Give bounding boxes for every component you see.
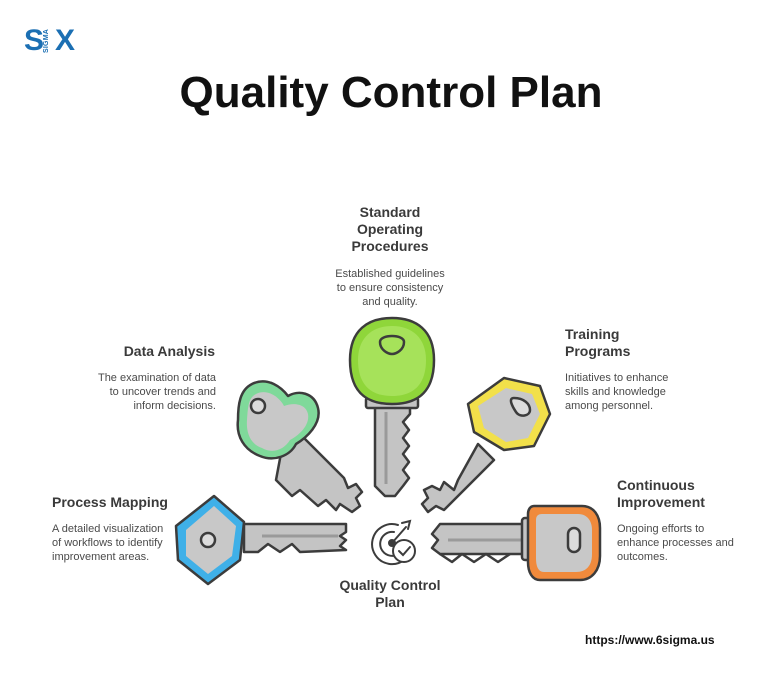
key-standard-operating-procedures (348, 316, 436, 498)
training-desc-line: Initiatives to enhance (565, 372, 669, 384)
process-desc-line: improvement areas. (52, 551, 150, 563)
sop-desc-line: and quality. (362, 296, 418, 308)
logo-letter-s: S (24, 24, 45, 57)
sop-title-line: Procedures (351, 238, 429, 254)
process-mapping-description: A detailed visualization of workflows to… (52, 522, 212, 564)
center-label: Quality Control Plan (320, 577, 460, 611)
data-analysis-title-line: Data Analysis (123, 343, 215, 359)
continuous-improvement-description: Ongoing efforts to enhance processes and… (617, 522, 767, 564)
source-url[interactable]: https://www.6sigma.us (585, 633, 715, 647)
logo-letter-x: X (55, 24, 76, 57)
continuous-title-line: Improvement (617, 494, 705, 510)
key-process-mapping (174, 494, 348, 586)
continuous-improvement-title: Continuous Improvement (617, 477, 757, 511)
training-programs-description: Initiatives to enhance skills and knowle… (565, 371, 725, 413)
key-data-analysis (236, 380, 364, 514)
center-label-line: Plan (375, 594, 405, 610)
data-analysis-desc-line: to uncover trends and (109, 386, 216, 398)
center-label-line: Quality Control (339, 577, 441, 593)
continuous-desc-line: enhance processes and (617, 537, 734, 549)
data-analysis-desc-line: The examination of data (97, 372, 216, 384)
process-desc-line: A detailed visualization (52, 523, 164, 535)
sop-desc-line: to ensure consistency (336, 282, 444, 294)
training-title-line: Programs (565, 343, 631, 359)
continuous-desc-line: outcomes. (617, 551, 668, 563)
training-title-line: Training (565, 326, 620, 342)
sop-title-line: Standard (359, 204, 421, 220)
data-analysis-title: Data Analysis (80, 343, 215, 360)
data-analysis-description: The examination of data to uncover trend… (60, 371, 216, 413)
target-check-icon (371, 519, 416, 566)
page-title: Quality Control Plan (179, 68, 603, 117)
training-desc-line: skills and knowledge (565, 386, 666, 398)
data-analysis-desc-line: inform decisions. (133, 400, 216, 412)
training-desc-line: among personnel. (565, 400, 654, 412)
key-continuous-improvement (430, 504, 602, 582)
continuous-desc-line: Ongoing efforts to (617, 523, 705, 535)
continuous-title-line: Continuous (617, 477, 695, 493)
key-training-programs (420, 376, 552, 514)
process-desc-line: of workflows to identify (52, 537, 163, 549)
training-programs-title: Training Programs (565, 326, 705, 360)
sop-title-line: Operating (356, 221, 424, 237)
sop-title: Standard Operating Procedures (320, 204, 460, 255)
sop-description: Established guidelines to ensure consist… (310, 267, 470, 309)
process-title-line: Process Mapping (52, 494, 168, 510)
sop-desc-line: Established guidelines (335, 268, 445, 280)
brand-logo: S SIGMA X (24, 24, 84, 58)
process-mapping-title: Process Mapping (52, 494, 192, 511)
